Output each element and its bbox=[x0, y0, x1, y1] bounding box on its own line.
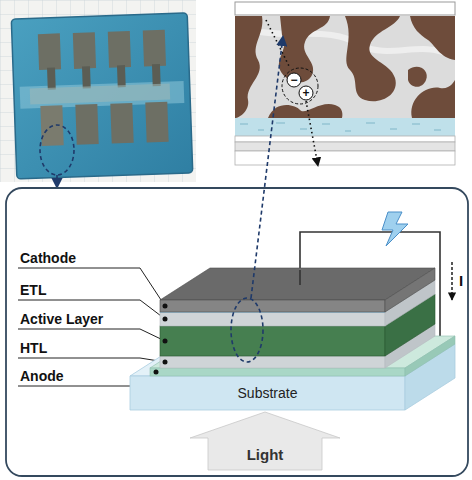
cathode-front bbox=[160, 300, 385, 312]
light-label: Light bbox=[208, 442, 322, 468]
electrode-pad bbox=[143, 30, 166, 67]
leader-dot bbox=[163, 317, 168, 322]
device-photo bbox=[11, 13, 192, 179]
layer-name: ETL bbox=[20, 282, 46, 298]
electrode-pad bbox=[38, 33, 61, 70]
charge-sign: − bbox=[287, 72, 301, 88]
active-front bbox=[160, 326, 385, 356]
layer-name: Substrate bbox=[130, 376, 405, 410]
current-symbol: I bbox=[459, 272, 463, 289]
cathode-side bbox=[385, 268, 435, 312]
leader-dot bbox=[154, 370, 159, 375]
morphology-domains bbox=[235, 16, 455, 118]
leader-dot bbox=[163, 360, 168, 365]
leader-dot bbox=[163, 304, 168, 309]
leader-dot bbox=[163, 339, 168, 344]
focus-ellipse bbox=[40, 125, 74, 175]
exciton-ring bbox=[282, 68, 318, 104]
donor-domain bbox=[410, 16, 455, 60]
leader-line bbox=[18, 358, 165, 362]
substrate-front bbox=[130, 376, 405, 410]
charge-path bbox=[266, 20, 290, 68]
electrode-finger bbox=[82, 66, 91, 88]
etl-front bbox=[160, 312, 385, 326]
leader-line bbox=[18, 329, 165, 341]
layer-name: Active Layer bbox=[20, 311, 103, 327]
electrode-line bbox=[235, 136, 455, 142]
electrode-line bbox=[235, 142, 455, 151]
electrode-finger bbox=[117, 65, 126, 87]
donor-domain bbox=[408, 67, 427, 87]
donor-domain bbox=[235, 16, 262, 118]
electrode-pad bbox=[75, 104, 98, 145]
zoom-leader bbox=[56, 175, 58, 188]
electrode-finger bbox=[47, 68, 56, 90]
circuit-wire bbox=[299, 270, 301, 285]
photo-grid bbox=[0, 0, 196, 182]
morphology-background bbox=[235, 16, 455, 118]
electrode-finger bbox=[152, 64, 161, 86]
electrode-pad bbox=[108, 31, 131, 68]
layer-name: Cathode bbox=[20, 250, 76, 266]
layer-texture bbox=[240, 123, 441, 131]
anode-front bbox=[150, 368, 405, 376]
charge-path bbox=[306, 101, 318, 166]
device-frame bbox=[6, 188, 468, 476]
hole-symbol bbox=[299, 86, 313, 100]
htl-front bbox=[160, 356, 385, 368]
electrode-pad bbox=[145, 102, 168, 143]
electrode-pad bbox=[73, 32, 96, 69]
donor-domain bbox=[345, 16, 400, 101]
donor-domain bbox=[279, 16, 330, 82]
layer-name: Anode bbox=[20, 368, 64, 384]
active-strip bbox=[30, 84, 170, 105]
glass-substrate bbox=[11, 13, 192, 179]
focus-ellipse bbox=[231, 298, 263, 362]
zoom-leader bbox=[251, 36, 283, 298]
layer-name: HTL bbox=[20, 340, 47, 356]
transport-layer bbox=[235, 118, 455, 136]
electrode-strip bbox=[235, 2, 455, 15]
lightning-bolt bbox=[382, 212, 408, 246]
current-arrow bbox=[451, 262, 452, 300]
electrode-pad bbox=[110, 103, 133, 144]
light-arrow-shape bbox=[190, 412, 340, 470]
charge-sign: + bbox=[299, 85, 313, 101]
donor-domain bbox=[268, 104, 342, 118]
electron-symbol bbox=[287, 73, 301, 87]
photo-paper bbox=[0, 0, 196, 182]
light-arrow: Light bbox=[190, 412, 340, 470]
